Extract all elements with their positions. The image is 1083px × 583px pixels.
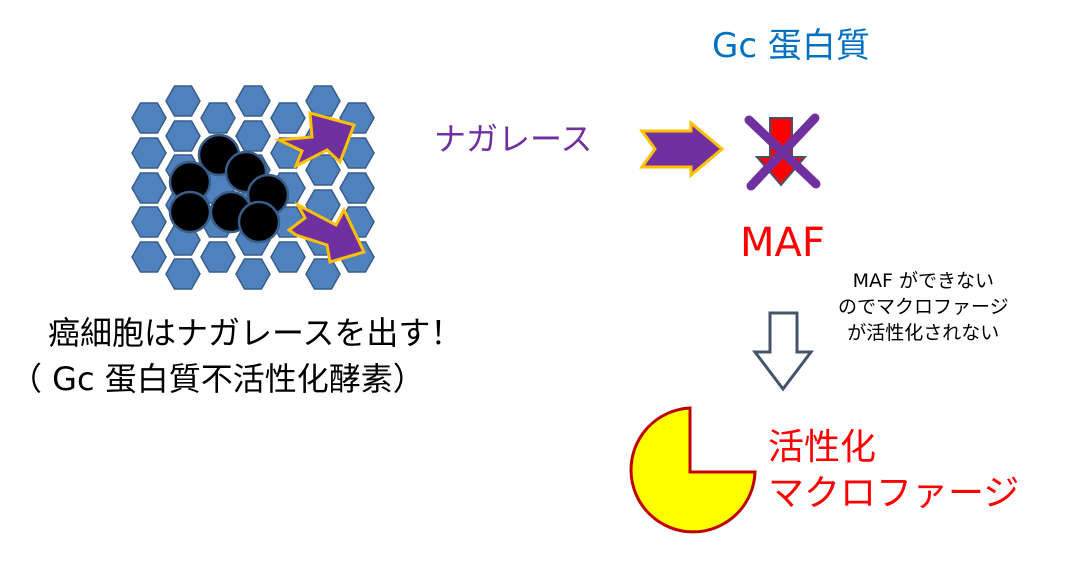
purple-arrow-icon xyxy=(273,110,367,264)
maf-label: MAF xyxy=(740,220,825,266)
maf-note: MAF ができない のでマクロファージ が活性化されない xyxy=(838,268,1009,346)
cancer-cell-caption: 癌細胞はナガレースを出す！ （ Gc 蛋白質不活性化酵素） xyxy=(10,310,462,402)
activated-macrophage-label: 活性化 マクロファージ xyxy=(768,425,1019,517)
cancer-caption-line: （ Gc 蛋白質不活性化酵素） xyxy=(10,360,425,398)
hollow-down-arrow-icon xyxy=(751,311,815,392)
cancer-caption-line: 癌細胞はナガレースを出す！ xyxy=(48,314,463,352)
red-down-arrow-crossed-icon xyxy=(744,113,821,191)
nagarase-arrow-icon xyxy=(639,119,725,179)
activated-label-line: マクロファージ xyxy=(768,473,1020,514)
nagarase-label: ナガレース xyxy=(434,120,593,158)
maf-note-line: MAF ができない xyxy=(852,270,994,292)
gc-protein-title: Gc 蛋白質 xyxy=(712,26,870,66)
black-circle-cluster-icon xyxy=(168,133,290,244)
yellow-pacman-icon xyxy=(629,406,757,534)
activated-label-line: 活性化 xyxy=(768,427,877,468)
maf-note-line: のでマクロファージ xyxy=(838,296,1009,318)
maf-note-line: が活性化されない xyxy=(847,322,1000,344)
